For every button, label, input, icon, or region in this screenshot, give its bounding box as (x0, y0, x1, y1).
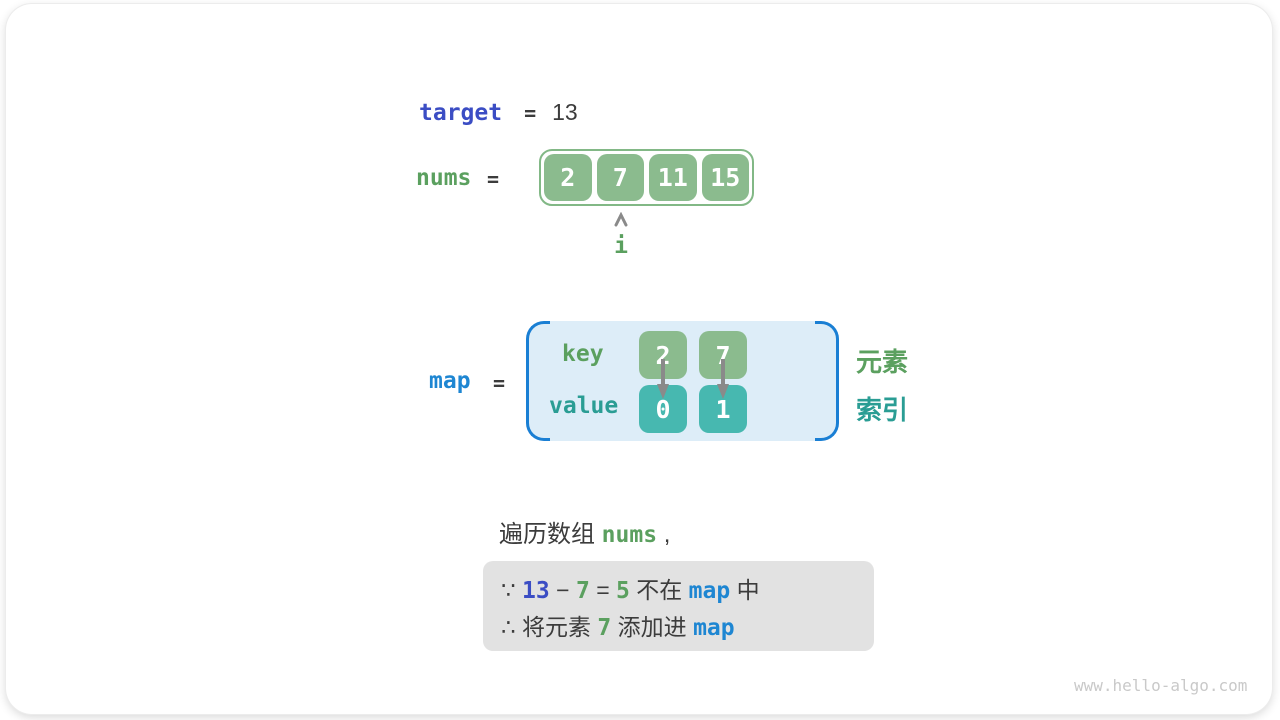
site-watermark: www.hello-algo.com (1074, 676, 1248, 695)
map-key-row-label: key (562, 341, 604, 367)
target-variable: target (419, 100, 503, 126)
text-segment: ∴ 将元素 (501, 614, 598, 640)
map-left-bracket (526, 321, 550, 441)
array-cell: 15 (701, 154, 749, 201)
text-segment: nums (601, 522, 658, 548)
text-segment: ∵ (501, 577, 523, 603)
map-key-cell: 2 (639, 331, 687, 379)
map-value-row-label: value (549, 393, 619, 419)
explanation-box: ∵ 13 − 7 = 5 不在 map 中 ∴ 将元素 7 添加进 map (483, 561, 874, 651)
text-segment: − (549, 577, 576, 603)
key-to-value-arrow-icon (657, 359, 669, 399)
equals-sign: = (524, 101, 537, 125)
text-segment: 不在 (629, 577, 689, 603)
index-pointer-label: i (614, 233, 628, 259)
text-segment: 中 (730, 577, 760, 603)
target-assignment: target = 13 (419, 99, 578, 126)
array-cell: 11 (649, 154, 697, 201)
key-to-value-arrow-icon (717, 359, 729, 399)
caption-line: 遍历数组 nums , (499, 514, 670, 549)
equals-sign: = (493, 371, 506, 395)
array-cell: 7 (596, 154, 644, 201)
text-segment: 5 (616, 578, 630, 604)
index-pointer-icon (614, 212, 628, 227)
nums-array: 2 7 11 15 (539, 149, 754, 206)
text-segment: 7 (575, 578, 590, 604)
array-cell: 2 (544, 154, 592, 201)
target-value: 13 (552, 99, 578, 125)
equals-sign: = (487, 167, 500, 191)
text-segment: map (688, 578, 731, 604)
text-segment: = (589, 577, 617, 603)
text-segment: 添加进 (611, 614, 694, 640)
text-segment: 7 (597, 615, 612, 641)
map-variable: map (429, 368, 471, 394)
text-segment: 遍历数组 (499, 521, 602, 548)
figure-card: target = 13 nums = 2 7 11 15 i map = key… (6, 4, 1272, 714)
explanation-line: ∴ 将元素 7 添加进 map (501, 609, 874, 646)
index-annotation: 索引 (856, 395, 909, 425)
element-annotation: 元素 (856, 347, 909, 377)
nums-variable: nums (416, 165, 472, 191)
map-right-bracket (815, 321, 839, 441)
text-segment: map (693, 615, 735, 641)
text-segment: , (657, 521, 671, 548)
text-segment: 13 (522, 578, 550, 604)
explanation-line: ∵ 13 − 7 = 5 不在 map 中 (501, 572, 874, 609)
